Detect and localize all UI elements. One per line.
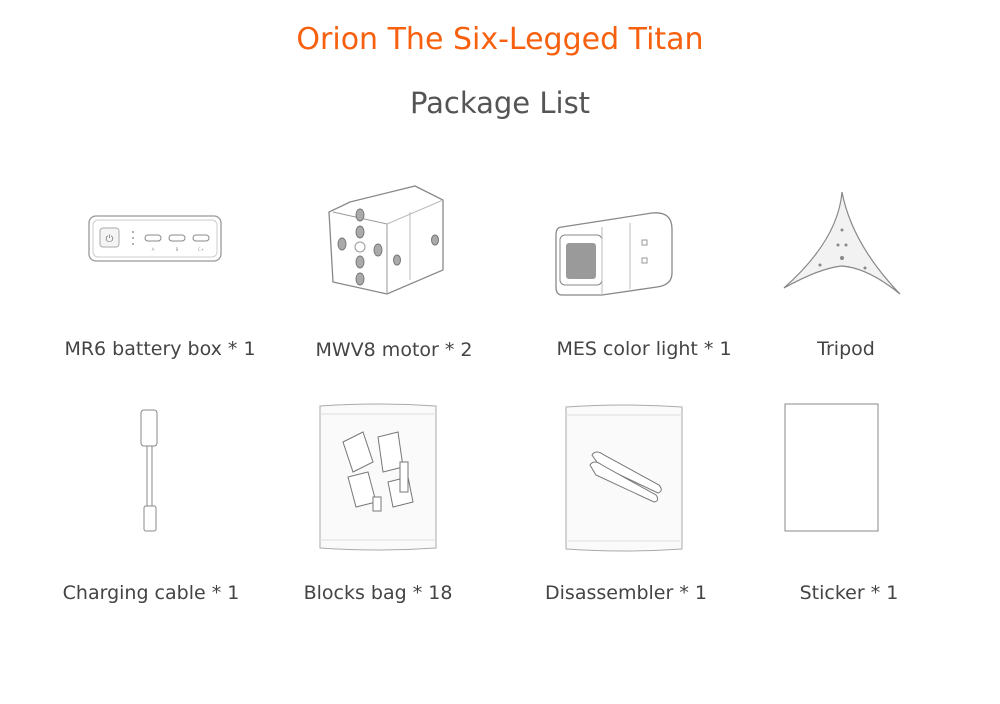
color-light-icon xyxy=(555,212,673,296)
package-list-heading: Package List xyxy=(409,86,591,120)
item-label-motor: MWV8 motor * 2 xyxy=(315,339,473,361)
item-label-disassembler: Disassembler * 1 xyxy=(545,582,707,604)
product-title: Orion The Six-Legged Titan xyxy=(296,22,704,57)
charging-cable-icon xyxy=(140,409,158,532)
item-label-sticker: Sticker * 1 xyxy=(799,582,899,604)
disassembler-icon xyxy=(565,404,683,552)
item-label-charging-cable: Charging cable * 1 xyxy=(62,582,240,604)
svg-text:C+: C+ xyxy=(198,247,204,252)
battery-box-icon: ⏻ A B C+ xyxy=(88,215,222,262)
item-label-tripod: Tripod xyxy=(817,338,875,360)
item-label-color-light: MES color light * 1 xyxy=(556,338,732,360)
svg-text:⏻: ⏻ xyxy=(106,234,114,245)
svg-text:A: A xyxy=(152,247,155,252)
blocks-bag-icon xyxy=(319,403,437,551)
svg-text:B: B xyxy=(176,247,179,252)
motor-icon xyxy=(328,185,444,295)
tripod-icon xyxy=(783,191,901,295)
item-label-blocks-bag: Blocks bag * 18 xyxy=(303,582,453,604)
item-label-battery-box: MR6 battery box * 1 xyxy=(64,338,256,360)
sticker-icon xyxy=(784,403,879,532)
